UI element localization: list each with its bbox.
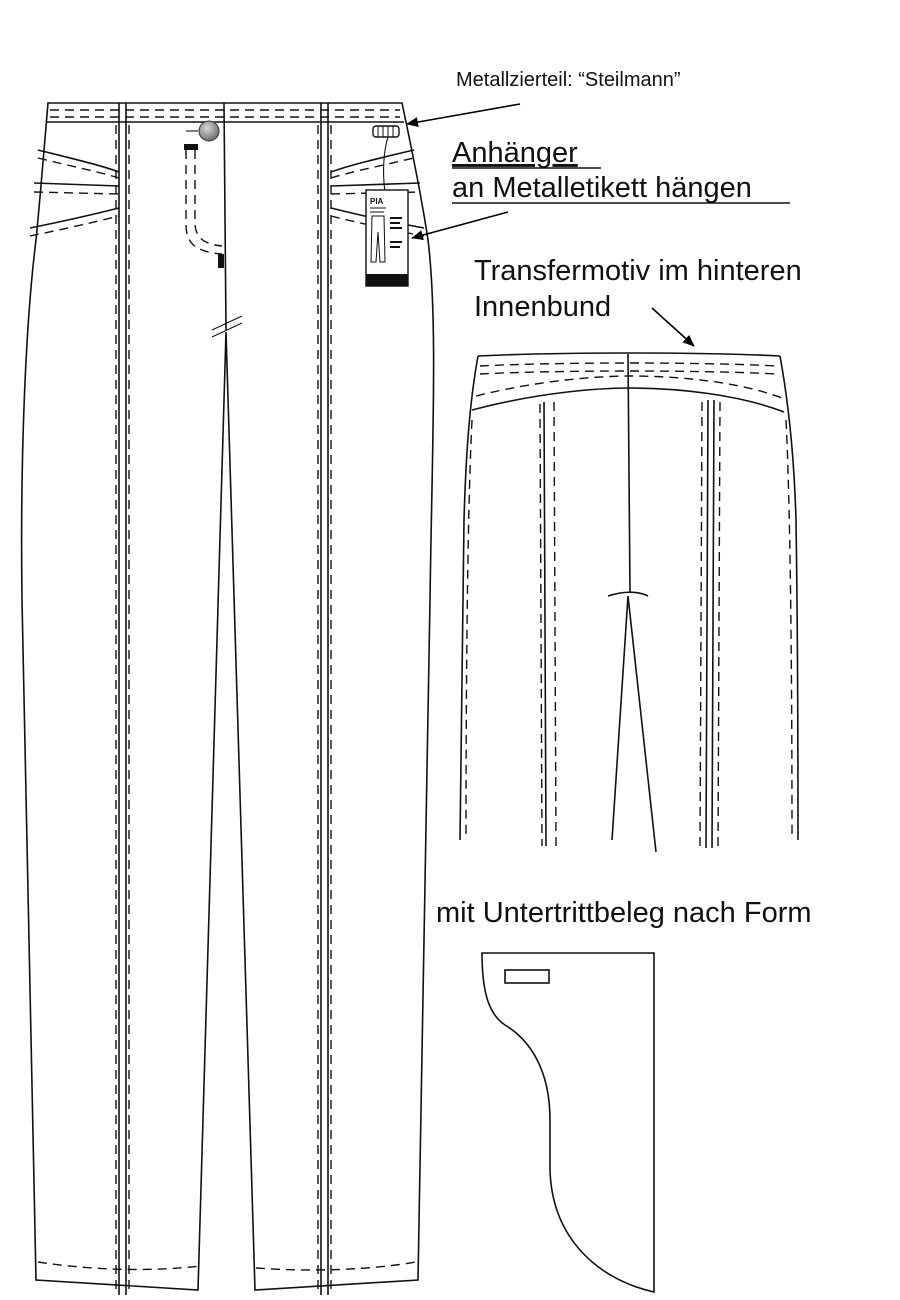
- back-right-panel-stitch-1: [699, 401, 703, 849]
- back-outline-right: [779, 355, 799, 841]
- right-yoke-stitch-1: [330, 157, 415, 179]
- right-yoke-line-1: [330, 149, 415, 173]
- right-hem-stitch: [255, 1261, 417, 1271]
- back-left-panel-seam-1: [543, 401, 547, 847]
- fly-stitch-inner: [194, 150, 223, 247]
- left-yoke-stitch-2: [33, 191, 120, 195]
- back-center-line: [627, 353, 631, 593]
- label-transfer-line1: Transfermotiv im hinteren: [474, 255, 802, 287]
- back-left-panel-stitch-1: [539, 403, 543, 847]
- back-waistband-stitch-1: [479, 362, 779, 367]
- label-transfer-line2: Innenbund: [474, 291, 611, 323]
- back-right-side-stitch: [785, 419, 793, 841]
- back-left-panel-stitch-2: [553, 401, 557, 847]
- left-hem-stitch: [37, 1261, 201, 1271]
- back-right-panel-seam-2: [711, 399, 715, 849]
- back-crotch: [607, 591, 657, 853]
- fly-facing-outline: [481, 952, 655, 1293]
- fly-bartack-bottom: [218, 254, 224, 268]
- label-hangtag-line1: Anhänger: [452, 137, 578, 169]
- fly-bartack-top: [184, 144, 198, 150]
- metal-trim-piece: [372, 125, 400, 138]
- arrow-transfer: [651, 307, 695, 347]
- back-waistband-bottom: [471, 387, 785, 413]
- back-right-panel-seam-1: [705, 399, 709, 849]
- front-view-trousers: PIA: [20, 102, 435, 1295]
- arrow-metal-trim: [406, 103, 521, 128]
- waistband-button: [198, 120, 220, 142]
- left-yoke-line-2: [33, 182, 120, 187]
- back-waistband-stitch-3: [475, 375, 783, 399]
- back-outline-left: [459, 355, 479, 841]
- left-yoke-line-1: [37, 149, 120, 173]
- left-yoke-stitch-3: [29, 215, 120, 237]
- fly-facing-buttonhole: [504, 969, 550, 984]
- fly-stitch-outer: [185, 150, 223, 255]
- front-crotch-tick: [211, 315, 243, 338]
- front-center-line: [223, 102, 227, 331]
- back-waist-top: [477, 352, 781, 357]
- hangtag-string: [383, 136, 389, 193]
- arrow-hangtag: [411, 211, 509, 240]
- hangtag: PIA: [365, 189, 409, 287]
- hangtag-brand: PIA: [370, 197, 384, 206]
- front-outline: [20, 102, 435, 1291]
- hangtag-trouser-icon: [370, 215, 386, 263]
- back-view-trousers: [459, 352, 799, 853]
- right-yoke-stitch-3: [330, 215, 425, 237]
- right-yoke-line-2: [330, 182, 421, 187]
- label-hangtag-line2: an Metalletikett hängen: [452, 172, 752, 204]
- label-facing: mit Untertrittbeleg nach Form: [436, 897, 812, 929]
- back-right-panel-stitch-2: [717, 401, 721, 849]
- left-yoke-line-3: [29, 207, 120, 229]
- fly-facing-shape: [481, 952, 655, 1293]
- left-yoke-stitch-1: [37, 157, 120, 179]
- back-left-side-stitch: [465, 419, 473, 841]
- back-waistband-stitch-2: [479, 370, 779, 375]
- label-metal-trim: Metallzierteil: “Steilmann”: [456, 69, 681, 91]
